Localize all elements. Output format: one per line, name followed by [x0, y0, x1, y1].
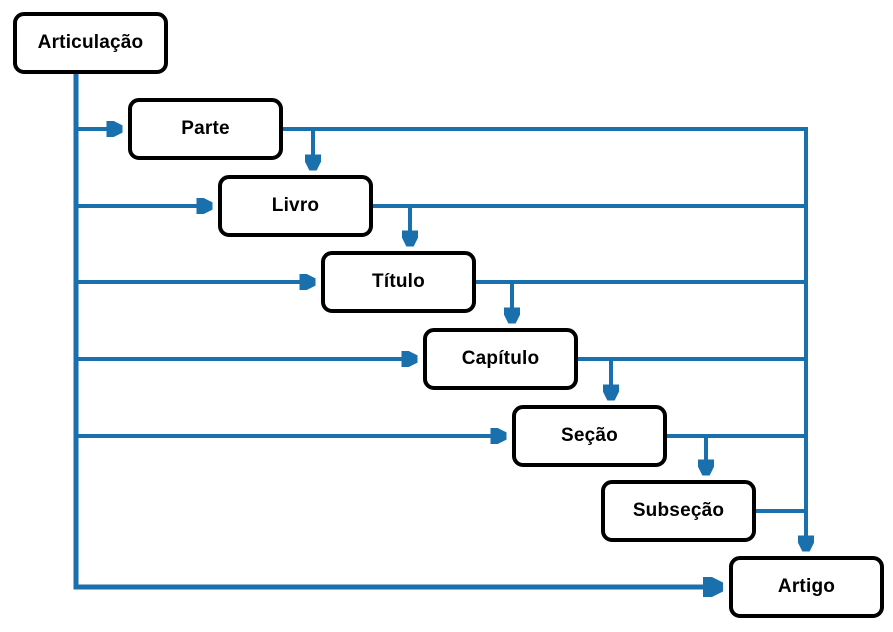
- edge-articulacao-trunk-to-artigo: [73, 73, 721, 587]
- edge-parte-rail-to-artigo: [283, 127, 806, 550]
- node-subsecao: Subseção: [601, 480, 756, 542]
- node-parte: Parte: [128, 98, 283, 160]
- node-articulacao: Articulação: [13, 12, 168, 74]
- node-capitulo: Capítulo: [423, 328, 578, 390]
- node-artigo: Artigo: [729, 556, 884, 618]
- node-livro: Livro: [218, 175, 373, 237]
- node-titulo: Título: [321, 251, 476, 313]
- node-secao: Seção: [512, 405, 667, 467]
